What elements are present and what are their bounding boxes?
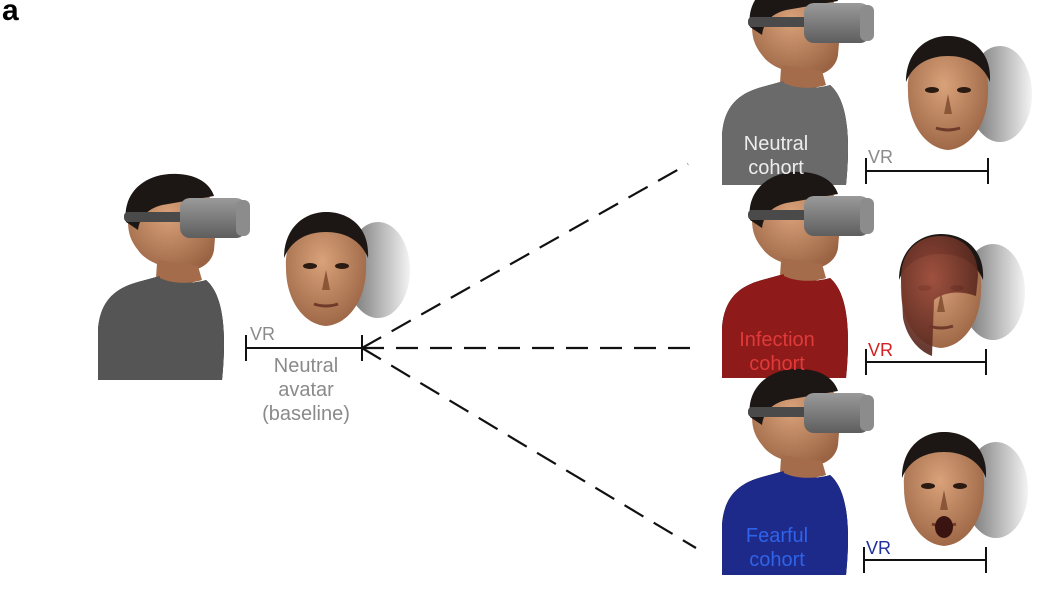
fearful-vr-bracket [863,547,987,573]
fearful-vr-label: VR [866,538,892,558]
baseline-shirt [98,276,225,380]
panel-label: a [2,0,19,27]
fearful-cohort-label: Fearful cohort [745,525,809,571]
baseline-avatar-label: Neutral avatar (baseline) [262,355,350,425]
infection-cohort-avatar [897,232,1027,356]
fearful-cohort-shirt [722,471,849,575]
neutral-cohort-label: Neutral cohort [743,133,809,179]
fearful-cohort-neck [782,455,826,478]
neutral-cohort-shirt [722,81,849,185]
neutral-vr-bracket [865,158,989,184]
infection-vr-bracket [865,349,987,375]
neutral-cohort-avatar [904,34,1034,152]
neutral-cohort-neck [782,65,826,88]
connector-neutral [361,163,689,349]
infection-cohort-shirt [722,274,849,378]
baseline-vr-label: VR [250,324,276,344]
infection-cohort-neck [782,258,826,281]
connector-fearful [361,347,697,549]
infection-vr-label: VR [868,340,894,360]
infection-cohort-label: Infection cohort [739,329,815,375]
neutral-vr-label: VR [868,147,894,167]
baseline-neck [158,260,202,283]
baseline-participant [98,173,250,380]
neutral-cohort-participant [722,0,874,186]
fearful-cohort-participant [722,368,874,575]
connector-lines [361,163,697,549]
baseline-avatar [282,210,412,328]
fearful-cohort-avatar [900,430,1030,548]
infection-cohort-participant [722,171,874,378]
